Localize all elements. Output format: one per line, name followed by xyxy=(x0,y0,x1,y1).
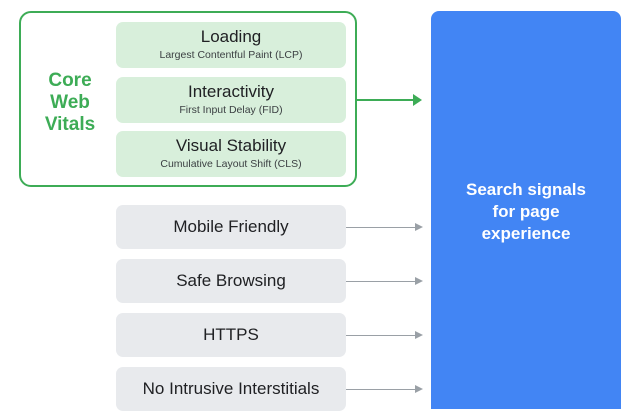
page-experience-box: Search signals for page experience xyxy=(431,11,621,409)
signal-safe-browsing: Safe Browsing xyxy=(116,259,346,303)
core-web-vitals-group xyxy=(19,11,357,187)
signal-https: HTTPS xyxy=(116,313,346,357)
metric-subtitle: Cumulative Layout Shift (CLS) xyxy=(160,158,302,170)
arrowhead-icon xyxy=(415,331,423,339)
arrowhead-icon xyxy=(415,385,423,393)
arrowhead-icon xyxy=(415,223,423,231)
metric-subtitle: Largest Contentful Paint (LCP) xyxy=(159,49,303,61)
metric-subtitle: First Input Delay (FID) xyxy=(179,104,283,116)
metric-title: Interactivity xyxy=(188,82,274,101)
metric-interactivity: Interactivity First Input Delay (FID) xyxy=(116,77,346,123)
interstitials-arrow xyxy=(346,385,423,393)
metric-loading: Loading Largest Contentful Paint (LCP) xyxy=(116,22,346,68)
core-web-vitals-title: Core Web Vitals xyxy=(44,70,96,135)
arrowhead-icon xyxy=(415,277,423,285)
signal-mobile-friendly: Mobile Friendly xyxy=(116,205,346,249)
metric-title: Loading xyxy=(200,27,262,46)
arrowhead-icon xyxy=(413,94,422,106)
core-web-vitals-arrow xyxy=(357,94,422,106)
mobile-friendly-arrow xyxy=(346,223,423,231)
safe-browsing-arrow xyxy=(346,277,423,285)
metric-visual-stability: Visual Stability Cumulative Layout Shift… xyxy=(116,131,346,177)
signal-no-intrusive-interstitials: No Intrusive Interstitials xyxy=(116,367,346,411)
https-arrow xyxy=(346,331,423,339)
metric-title: Visual Stability xyxy=(175,136,287,155)
page-experience-label: Search signals for page experience xyxy=(465,180,586,243)
